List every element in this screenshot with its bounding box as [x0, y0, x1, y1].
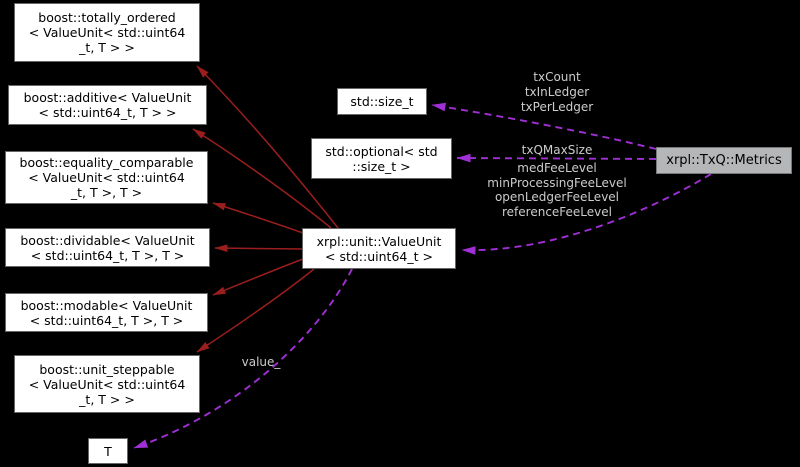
edge-label-line: minProcessingFeeLevel — [487, 175, 627, 190]
edge-label-line: txInLedger — [524, 85, 590, 99]
node-label: std::optional< std — [325, 143, 438, 159]
edge-inherit-unit-steppable — [196, 268, 315, 353]
node-label: boost::unit_steppable — [39, 361, 175, 377]
node-label: _t, T > > — [79, 40, 135, 55]
node-label: _t, T > > — [79, 391, 135, 407]
node-label: boost::modable< ValueUnit — [20, 297, 193, 313]
node-label: _t, T >, T > — [70, 185, 143, 200]
edge-label-line: txQMaxSize — [521, 143, 593, 157]
node-label: < std::uint64_t, T > > — [38, 105, 177, 120]
node-xrpl-txq-metrics-current: xrpl::TxQ::Metrics — [656, 147, 792, 174]
node-boost-equality-comparable[interactable]: boost::equality_comparable < ValueUnit< … — [5, 151, 208, 204]
edge-inherit-modable — [212, 258, 304, 296]
node-boost-modable[interactable]: boost::modable< ValueUnit < std::uint64_… — [5, 293, 208, 332]
node-boost-totally-ordered[interactable]: boost::totally_ordered < ValueUnit< std:… — [14, 3, 200, 62]
node-std-size-t[interactable]: std::size_t — [337, 88, 427, 115]
node-label: boost::dividable< ValueUnit — [20, 232, 195, 248]
node-label: < std::uint64_t, T >, T > — [29, 312, 184, 328]
node-std-optional-size-t[interactable]: std::optional< std ::size_t > — [311, 138, 452, 179]
node-boost-dividable[interactable]: boost::dividable< ValueUnit < std::uint6… — [5, 228, 210, 267]
edge-label-line: txPerLedger — [520, 100, 594, 114]
node-xrpl-unit-valueunit[interactable]: xrpl::unit::ValueUnit < std::uint64_t > — [302, 228, 456, 269]
node-label: boost::additive< ValueUnit — [23, 90, 192, 105]
node-label: < std::uint64_t > — [325, 248, 433, 264]
node-label: boost::totally_ordered — [38, 10, 176, 25]
node-label: xrpl::unit::ValueUnit — [316, 233, 442, 249]
edge-label-size-t-members: txCount txInLedger txPerLedger — [487, 70, 627, 115]
node-label: ::size_t > — [352, 158, 411, 174]
node-label: xrpl::TxQ::Metrics — [666, 152, 782, 168]
node-label: boost::equality_comparable — [19, 155, 194, 170]
edge-label-line: medFeeLevel — [517, 161, 597, 175]
edge-inherit-dividable — [214, 244, 304, 252]
node-label: < ValueUnit< std::uint64 — [28, 25, 186, 40]
node-label: std::size_t — [350, 94, 414, 109]
edge-label-value: value_ — [231, 355, 291, 370]
edge-label-line: openLedgerFeeLevel — [494, 190, 620, 204]
node-label: T — [104, 443, 112, 459]
edge-inherit-equality-comparable — [212, 202, 304, 234]
node-boost-unit-steppable[interactable]: boost::unit_steppable < ValueUnit< std::… — [14, 355, 200, 413]
edge-label-line: value_ — [241, 355, 281, 369]
node-boost-additive[interactable]: boost::additive< ValueUnit < std::uint64… — [8, 85, 207, 125]
node-t-parameter[interactable]: T — [88, 438, 128, 464]
edge-label-line: txCount — [533, 70, 581, 84]
edge-label-fee-members: medFeeLevel minProcessingFeeLevel openLe… — [467, 161, 647, 219]
edge-label-txqmaxsize: txQMaxSize — [487, 143, 627, 158]
edge-label-line: referenceFeeLevel — [502, 204, 612, 219]
node-label: < ValueUnit< std::uint64 — [28, 170, 185, 185]
node-label: < ValueUnit< std::uint64 — [28, 376, 186, 392]
node-label: < std::uint64_t, T >, T > — [30, 247, 185, 263]
edge-usage-optional — [456, 153, 657, 163]
